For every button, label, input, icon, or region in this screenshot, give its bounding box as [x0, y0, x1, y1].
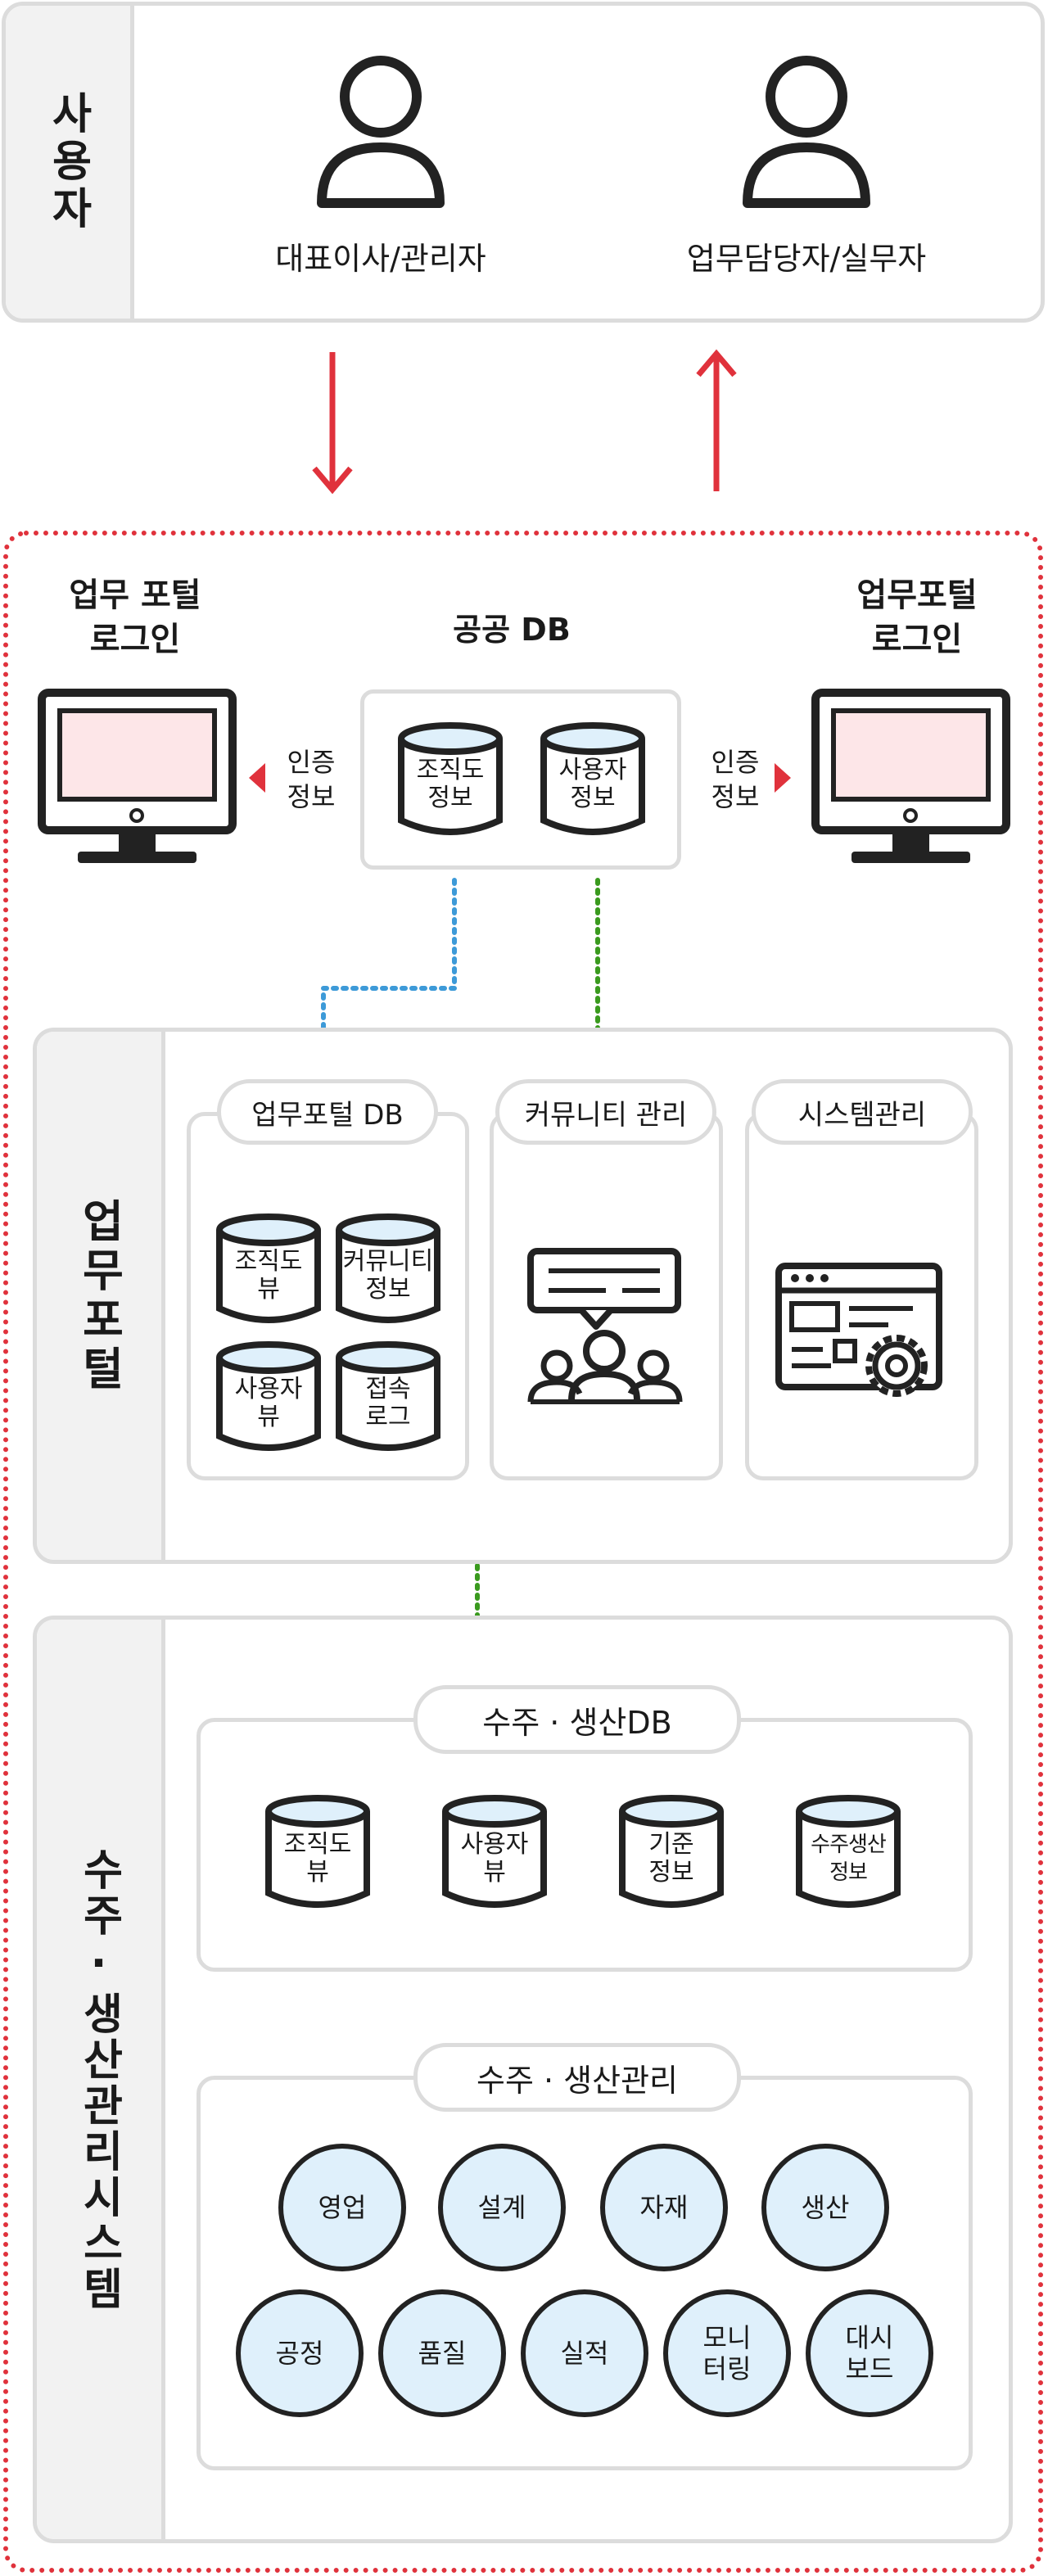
production-db-cylinder-org: 조직도 뷰 — [264, 1793, 372, 1912]
production-db-item-org: 조직도 뷰 — [283, 1830, 352, 1887]
public-db-title: 공공 DB — [453, 612, 571, 648]
login-left-monitor-icon — [38, 689, 237, 863]
up-arrow-icon — [696, 349, 737, 491]
module-quality: 품질 — [378, 2289, 506, 2417]
ceo-label: 대표이사/관리자 — [275, 241, 486, 277]
auth-left-label: 인증 정보 — [287, 747, 336, 812]
portal-db-title: 업무포털 DB — [217, 1079, 438, 1145]
login-left-title: 업무 포털 로그인 — [69, 576, 201, 658]
portal-db-item-user: 사용자 뷰 — [234, 1375, 303, 1431]
production-mgmt-title: 수주 · 생산관리 — [413, 2043, 741, 2112]
module-dashboard: 대시 보드 — [806, 2289, 933, 2417]
login-right-title: 업무포털 로그인 — [856, 576, 978, 658]
public-db-cylinder-org: 조직도 정보 — [396, 721, 504, 839]
portal-db-cylinder-user: 사용자 뷰 — [215, 1340, 323, 1454]
users-panel: 사용자 — [2, 2, 1045, 323]
production-side-label: 수주·생산관리시스템 — [74, 1846, 124, 2312]
system-title: 시스템관리 — [752, 1079, 973, 1145]
portal-db-cylinder-org: 조직도 뷰 — [215, 1212, 323, 1326]
public-db-cylinder-user: 사용자 정보 — [539, 721, 647, 839]
auth-left-arrow-icon — [249, 763, 265, 793]
system-boundary — [3, 531, 1043, 2573]
module-materials: 자재 — [600, 2144, 728, 2271]
down-arrow-icon — [312, 352, 353, 495]
production-db-item-user: 사용자 뷰 — [460, 1830, 529, 1887]
production-db-cylinder-standard: 기준 정보 — [617, 1793, 725, 1912]
portal-db-item-org: 조직도 뷰 — [234, 1247, 303, 1304]
production-side: 수주·생산관리시스템 — [37, 1620, 165, 2539]
portal-db-item-log: 접속 로그 — [365, 1375, 411, 1431]
login-right-monitor-icon — [811, 689, 1010, 863]
module-performance: 실적 — [521, 2289, 648, 2417]
community-title: 커뮤니티 관리 — [495, 1079, 716, 1145]
staff-user-icon — [743, 56, 870, 208]
portal-side-label: 업무포털 — [73, 1197, 125, 1394]
module-monitoring: 모니 터링 — [663, 2289, 791, 2417]
auth-right-label: 인증 정보 — [711, 747, 760, 812]
module-design: 설계 — [438, 2144, 566, 2271]
portal-db-item-community: 커뮤니티 정보 — [342, 1247, 434, 1304]
production-db-cylinder-orders: 수주생산 정보 — [794, 1793, 902, 1912]
system-settings-icon — [775, 1263, 942, 1397]
production-db-title: 수주 · 생산DB — [413, 1685, 741, 1754]
production-db-item-standard: 기준 정보 — [648, 1830, 694, 1887]
portal-db-cylinder-community: 커뮤니티 정보 — [334, 1212, 442, 1326]
portal-side: 업무포털 — [37, 1032, 165, 1560]
production-db-cylinder-user: 사용자 뷰 — [440, 1793, 549, 1912]
staff-label: 업무담당자/실무자 — [686, 241, 927, 277]
community-chat-people-icon — [527, 1248, 683, 1404]
module-process: 공정 — [236, 2289, 364, 2417]
production-db-item-orders: 수주생산 정보 — [811, 1833, 887, 1885]
portal-db-cylinder-log: 접속 로그 — [334, 1340, 442, 1454]
ceo-user-icon — [317, 56, 445, 208]
auth-right-arrow-icon — [775, 763, 791, 793]
users-side-label: 사용자 — [43, 91, 93, 233]
users-side: 사용자 — [6, 6, 134, 319]
public-db-item-user: 사용자 정보 — [558, 756, 627, 812]
public-db-item-org: 조직도 정보 — [416, 756, 485, 812]
blue-flow-line — [321, 878, 457, 1059]
module-production: 생산 — [761, 2144, 889, 2271]
module-sales: 영업 — [278, 2144, 406, 2271]
